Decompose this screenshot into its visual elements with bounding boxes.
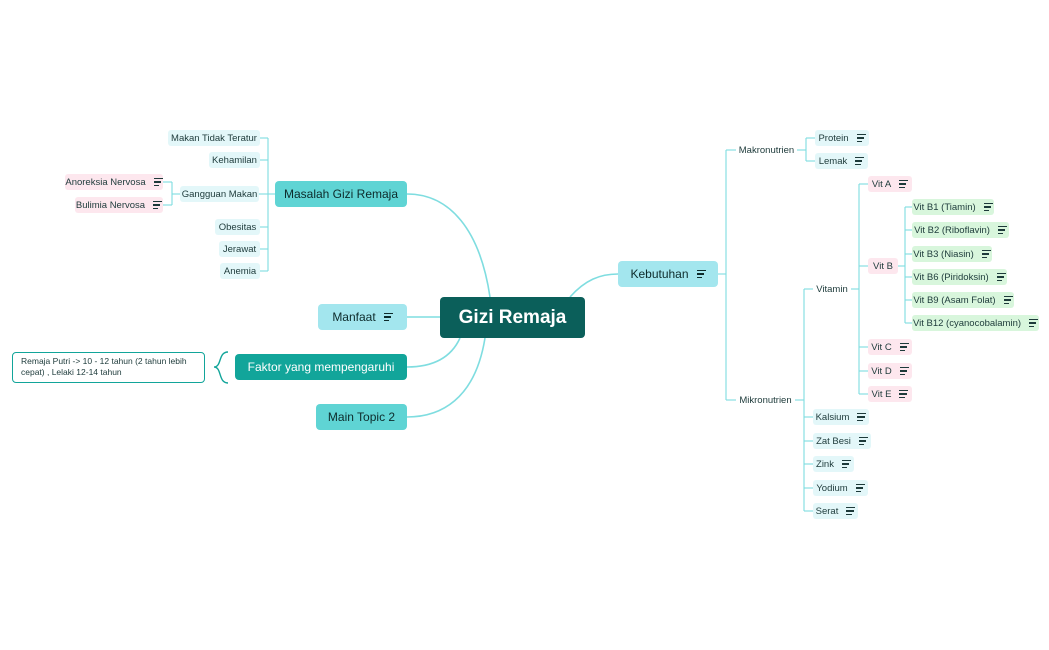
subtopic-label: Vit E (871, 388, 892, 400)
subtopic-vit-b6[interactable]: Vit B6 (Piridoksin) (912, 269, 1007, 285)
notes-icon[interactable] (899, 178, 909, 190)
subtopic-zink[interactable]: Zink (813, 456, 854, 472)
subtopic-vitamin[interactable]: Vitamin (813, 281, 851, 297)
subtopic-label: Protein (818, 132, 849, 144)
subtopic-label: Vit B12 (cyanocobalamin) (912, 317, 1022, 329)
callout-text: Remaja Putri -> 10 - 12 tahun (2 tahun l… (21, 356, 187, 377)
notes-icon[interactable] (153, 176, 163, 188)
topic-main-topic-2[interactable]: Main Topic 2 (316, 404, 407, 430)
subtopic-label: Mikronutrien (739, 394, 792, 406)
subtopic-label: Zat Besi (816, 435, 851, 447)
subtopic-label: Vit B2 (Riboflavin) (914, 224, 990, 236)
topic-masalah-gizi-remaja[interactable]: Masalah Gizi Remaja (275, 181, 407, 207)
central-topic[interactable]: Gizi Remaja (440, 297, 585, 338)
subtopic-label: Jerawat (222, 243, 257, 255)
subtopic-kalsium[interactable]: Kalsium (813, 409, 869, 425)
subtopic-obesitas[interactable]: Obesitas (215, 219, 260, 235)
subtopic-makan-tidak-teratur[interactable]: Makan Tidak Teratur (168, 130, 260, 146)
subtopic-label: Vitamin (816, 283, 848, 295)
subtopic-vit-a[interactable]: Vit A (868, 176, 912, 192)
subtopic-label: Vit A (871, 178, 892, 190)
subtopic-lemak[interactable]: Lemak (815, 153, 868, 169)
subtopic-label: Serat (815, 505, 839, 517)
subtopic-label: Vit B3 (Niasin) (913, 248, 974, 260)
central-topic-label: Gizi Remaja (458, 306, 567, 328)
subtopic-zat-besi[interactable]: Zat Besi (813, 433, 871, 449)
subtopic-label: Vit B9 (Asam Folat) (913, 294, 996, 306)
subtopic-label: Yodium (816, 482, 848, 494)
topic-label: Kebutuhan (630, 267, 689, 281)
subtopic-anoreksia-nervosa[interactable]: Anoreksia Nervosa (65, 174, 163, 190)
notes-icon[interactable] (856, 132, 866, 144)
callout-note[interactable]: Remaja Putri -> 10 - 12 tahun (2 tahun l… (12, 352, 205, 383)
notes-icon[interactable] (997, 224, 1007, 236)
notes-icon[interactable] (858, 435, 868, 447)
notes-icon[interactable] (855, 482, 865, 494)
subtopic-label: Kalsium (815, 411, 850, 423)
subtopic-label: Makronutrien (738, 144, 795, 156)
notes-icon[interactable] (857, 411, 867, 423)
subtopic-vit-b12[interactable]: Vit B12 (cyanocobalamin) (912, 315, 1039, 331)
subtopic-label: Vit B6 (Piridoksin) (913, 271, 989, 283)
subtopic-label: Kehamilan (212, 154, 257, 166)
topic-label: Manfaat (332, 310, 376, 324)
notes-icon[interactable] (981, 248, 991, 260)
subtopic-mikronutrien[interactable]: Mikronutrien (736, 392, 795, 408)
subtopic-makronutrien[interactable]: Makronutrien (736, 142, 797, 158)
subtopic-vit-c[interactable]: Vit C (868, 339, 912, 355)
subtopic-vit-b2[interactable]: Vit B2 (Riboflavin) (912, 222, 1009, 238)
notes-icon[interactable] (846, 505, 856, 517)
notes-icon[interactable] (899, 365, 909, 377)
topic-manfaat[interactable]: Manfaat (318, 304, 407, 330)
subtopic-label: Bulimia Nervosa (75, 199, 146, 211)
notes-icon[interactable] (841, 458, 851, 470)
subtopic-label: Lemak (818, 155, 848, 167)
subtopic-label: Anemia (223, 265, 257, 277)
notes-icon[interactable] (1029, 317, 1039, 329)
subtopic-vit-b3[interactable]: Vit B3 (Niasin) (912, 246, 992, 262)
subtopic-label: Makan Tidak Teratur (171, 132, 257, 144)
subtopic-bulimia-nervosa[interactable]: Bulimia Nervosa (75, 197, 163, 213)
subtopic-label: Vit B1 (Tiamin) (913, 201, 976, 213)
notes-icon[interactable] (996, 271, 1006, 283)
subtopic-gangguan-makan[interactable]: Gangguan Makan (180, 186, 259, 202)
subtopic-yodium[interactable]: Yodium (813, 480, 868, 496)
subtopic-serat[interactable]: Serat (813, 503, 858, 519)
topic-label: Main Topic 2 (327, 410, 396, 424)
subtopic-label: Vit C (871, 341, 892, 353)
subtopic-label: Gangguan Makan (181, 188, 258, 200)
subtopic-label: Vit B (873, 260, 893, 272)
notes-icon[interactable] (899, 388, 909, 400)
subtopic-jerawat[interactable]: Jerawat (219, 241, 260, 257)
subtopic-vit-b1[interactable]: Vit B1 (Tiamin) (912, 199, 994, 215)
subtopic-vit-b[interactable]: Vit B (868, 258, 898, 274)
notes-icon[interactable] (899, 341, 909, 353)
notes-icon[interactable] (1003, 294, 1013, 306)
subtopic-anemia[interactable]: Anemia (220, 263, 260, 279)
subtopic-vit-e[interactable]: Vit E (868, 386, 912, 402)
notes-icon[interactable] (696, 268, 706, 280)
subtopic-label: Obesitas (218, 221, 257, 233)
topic-kebutuhan[interactable]: Kebutuhan (618, 261, 718, 287)
subtopic-label: Vit D (871, 365, 892, 377)
notes-icon[interactable] (153, 199, 163, 211)
subtopic-protein[interactable]: Protein (815, 130, 869, 146)
notes-icon[interactable] (855, 155, 865, 167)
topic-faktor-yang-mempengaruhi[interactable]: Faktor yang mempengaruhi (235, 354, 407, 380)
subtopic-label: Zink (816, 458, 834, 470)
topic-label: Masalah Gizi Remaja (283, 187, 399, 201)
subtopic-vit-d[interactable]: Vit D (868, 363, 912, 379)
notes-icon[interactable] (383, 311, 393, 323)
subtopic-kehamilan[interactable]: Kehamilan (209, 152, 260, 168)
subtopic-label: Anoreksia Nervosa (65, 176, 146, 188)
subtopic-vit-b9[interactable]: Vit B9 (Asam Folat) (912, 292, 1014, 308)
topic-label: Faktor yang mempengaruhi (247, 360, 395, 374)
notes-icon[interactable] (983, 201, 993, 213)
